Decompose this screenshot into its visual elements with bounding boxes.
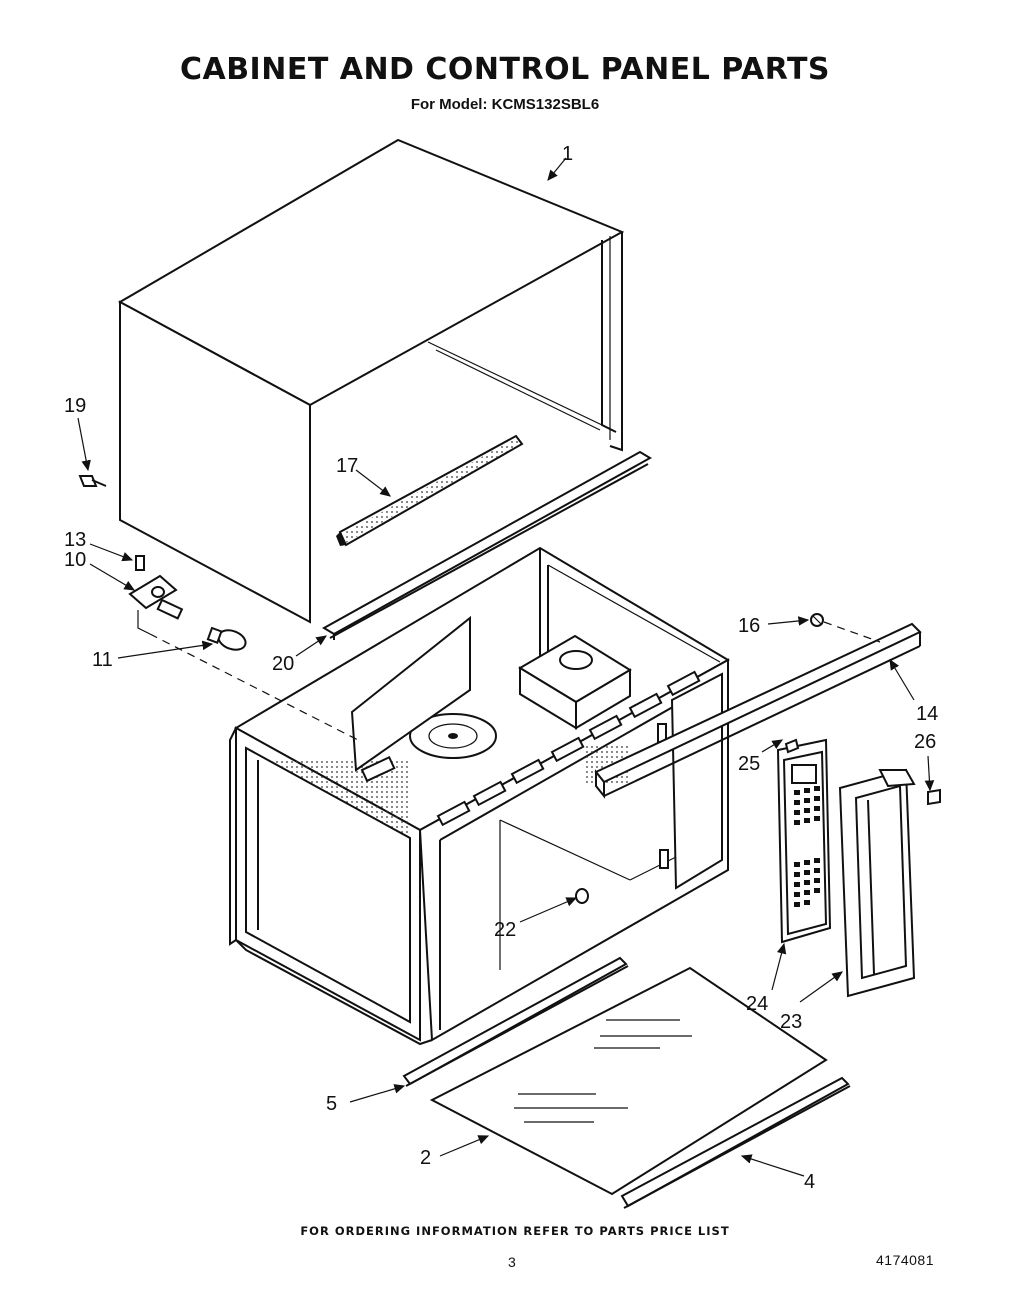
oven-chassis [229, 546, 731, 1046]
front-trim-rail [322, 450, 652, 640]
callout-24: 24 [746, 993, 768, 1015]
document-number: 4174081 [876, 1252, 935, 1268]
ordering-note: FOR ORDERING INFORMATION REFER TO PARTS … [300, 1224, 730, 1238]
bottom-rail-4 [620, 1076, 851, 1209]
callout-13: 13 [64, 529, 86, 551]
callout-4: 4 [804, 1171, 815, 1193]
gasket-strip [336, 434, 524, 547]
callout-16: 16 [738, 615, 760, 637]
control-panel-frame [838, 768, 916, 998]
callout-2: 2 [420, 1147, 431, 1169]
callout-20: 20 [272, 653, 294, 675]
lamp-assembly [128, 555, 359, 741]
callout-17: 17 [336, 455, 358, 477]
callout-22: 22 [494, 919, 516, 941]
callout-1: 1 [562, 143, 573, 165]
page-number: 3 [508, 1254, 516, 1270]
bottom-rail-5 [402, 956, 629, 1087]
model-subtitle: For Model: KCMS132SBL6 [410, 96, 600, 113]
callout-26: 26 [914, 731, 936, 753]
screw-16 [810, 613, 824, 627]
cabinet-wrapper [117, 138, 625, 624]
screw-19 [78, 475, 107, 487]
control-keypad [776, 738, 832, 944]
page-title: CABINET AND CONTROL PANEL PARTS [179, 52, 831, 87]
screw-26 [927, 788, 941, 806]
leader-lines [77, 157, 935, 1177]
callout-14: 14 [916, 703, 938, 725]
floor-glass-tray [429, 966, 828, 1196]
callout-25: 25 [738, 753, 760, 775]
top-front-rail [594, 622, 922, 799]
callout-23: 23 [780, 1011, 802, 1033]
callout-10: 10 [64, 549, 86, 571]
callout-11: 11 [92, 649, 113, 671]
callout-19: 19 [64, 395, 86, 417]
screw-25 [784, 738, 800, 754]
callout-5: 5 [326, 1093, 337, 1115]
